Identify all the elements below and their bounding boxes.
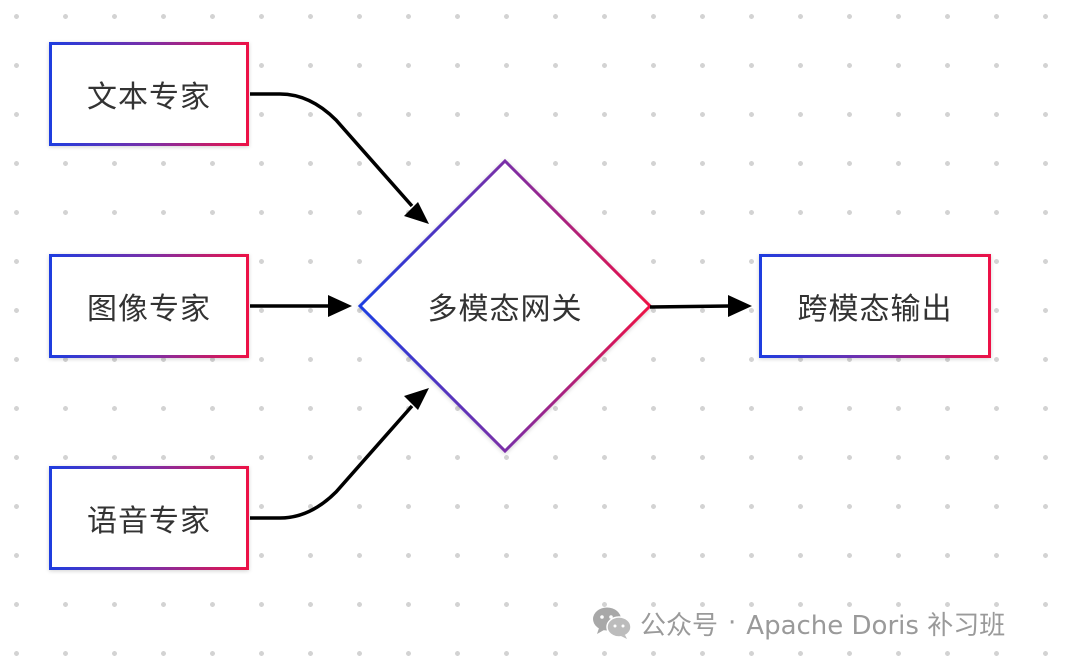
arrowhead-image-to-gateway	[328, 295, 352, 317]
arrowhead-text-to-gateway	[404, 202, 429, 224]
node-speech-expert: 语音专家	[49, 466, 249, 570]
node-output-label: 跨模态输出	[797, 292, 953, 327]
edge-text-to-gateway	[250, 92, 414, 208]
edge-speech-to-gateway	[250, 404, 414, 520]
wechat-icon	[593, 607, 632, 639]
edge-gateway-to-output	[649, 304, 731, 309]
node-text-expert-label: 文本专家	[87, 80, 211, 115]
gateway-diamond	[357, 158, 653, 454]
node-image-expert: 图像专家	[49, 254, 249, 358]
watermark: 公众号 · Apache Doris 补习班	[592, 603, 1005, 643]
node-image-expert-label: 图像专家	[87, 292, 211, 327]
watermark-account: Apache Doris 补习班	[746, 610, 1006, 641]
node-output: 跨模态输出	[759, 254, 991, 358]
arrowhead-speech-to-gateway	[404, 388, 429, 410]
node-text-expert: 文本专家	[49, 42, 249, 146]
watermark-separator: ·	[728, 608, 737, 638]
node-speech-expert-label: 语音专家	[87, 504, 211, 539]
arrowhead-gateway-to-output	[728, 295, 752, 317]
watermark-platform: 公众号	[640, 610, 719, 641]
gateway-label: 多模态网关	[427, 292, 583, 327]
